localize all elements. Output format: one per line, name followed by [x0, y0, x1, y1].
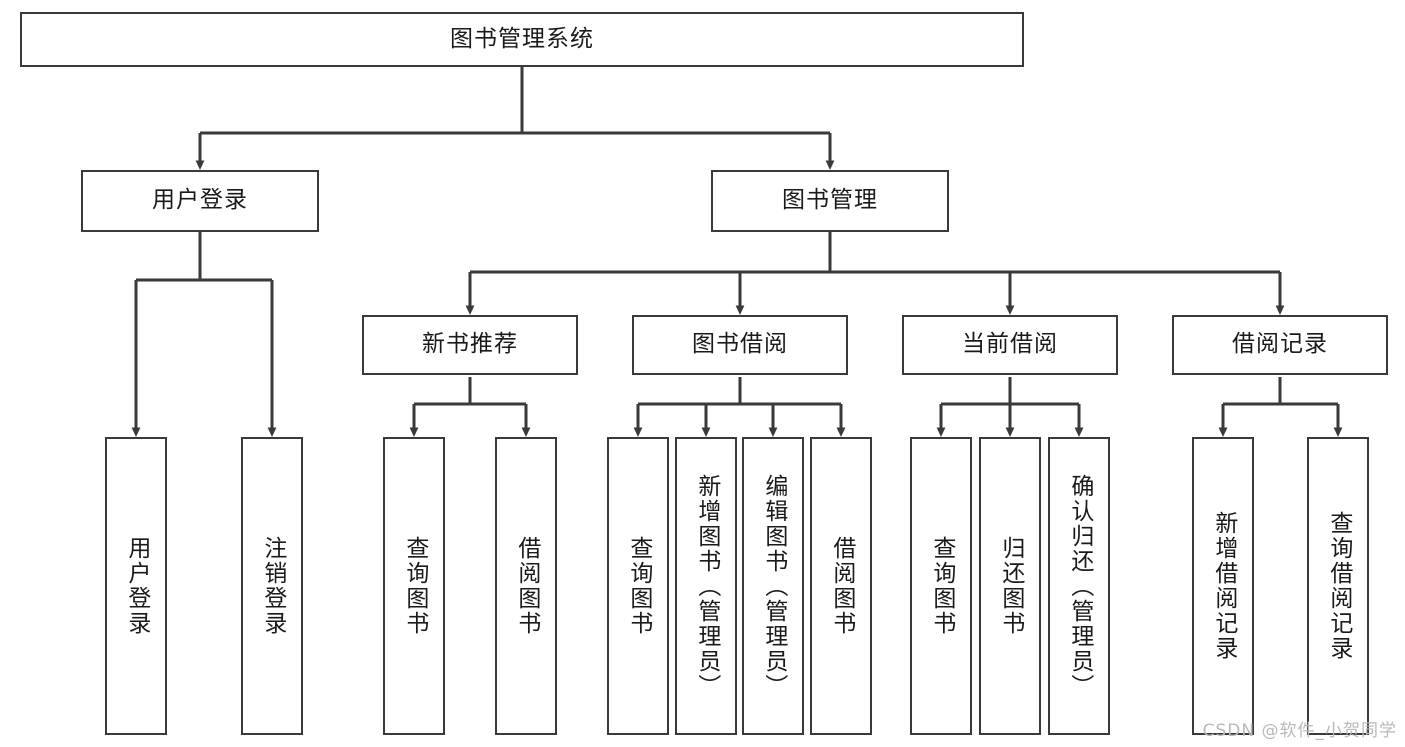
- node-book-management[interactable]: 图书管理: [711, 170, 949, 232]
- node-leaf-user-logout-label: 注销登录: [259, 536, 286, 636]
- node-leaf-return-book-label: 归还图书: [997, 536, 1024, 636]
- node-current-borrow[interactable]: 当前借阅: [902, 315, 1118, 375]
- node-new-book-recommend[interactable]: 新书推荐: [362, 315, 578, 375]
- node-leaf-return-book[interactable]: 归还图书: [979, 437, 1041, 735]
- node-leaf-add-book-label: 新增图书（管理员）: [693, 473, 720, 699]
- node-leaf-borrow-book-1[interactable]: 借阅图书: [495, 437, 557, 735]
- node-leaf-user-login[interactable]: 用户登录: [105, 437, 167, 735]
- node-leaf-query-record-label: 查询借阅记录: [1325, 511, 1352, 661]
- node-book-borrow[interactable]: 图书借阅: [632, 315, 848, 375]
- node-user-login[interactable]: 用户登录: [81, 170, 319, 232]
- node-book-management-label: 图书管理: [782, 187, 878, 214]
- node-user-login-label: 用户登录: [152, 187, 248, 214]
- node-leaf-query-book-2-label: 查询图书: [625, 536, 652, 636]
- node-leaf-query-book-3[interactable]: 查询图书: [910, 437, 972, 735]
- node-leaf-borrow-book-1-label: 借阅图书: [513, 536, 540, 636]
- node-leaf-user-logout[interactable]: 注销登录: [241, 437, 303, 735]
- node-leaf-query-book-2[interactable]: 查询图书: [607, 437, 669, 735]
- node-book-borrow-label: 图书借阅: [692, 331, 788, 358]
- watermark-text: CSDN @软件_小贺同学: [1202, 721, 1397, 741]
- node-root[interactable]: 图书管理系统: [20, 12, 1024, 67]
- node-leaf-add-book[interactable]: 新增图书（管理员）: [675, 437, 737, 735]
- node-current-borrow-label: 当前借阅: [962, 331, 1058, 358]
- node-leaf-confirm-return-label: 确认归还（管理员）: [1066, 473, 1093, 699]
- node-leaf-query-record[interactable]: 查询借阅记录: [1307, 437, 1369, 735]
- node-borrow-record-label: 借阅记录: [1232, 331, 1328, 358]
- node-new-book-recommend-label: 新书推荐: [422, 331, 518, 358]
- node-leaf-add-record-label: 新增借阅记录: [1210, 511, 1237, 661]
- node-leaf-confirm-return[interactable]: 确认归还（管理员）: [1048, 437, 1110, 735]
- node-leaf-query-book-1[interactable]: 查询图书: [383, 437, 445, 735]
- node-leaf-add-record[interactable]: 新增借阅记录: [1192, 437, 1254, 735]
- node-leaf-edit-book-label: 编辑图书（管理员）: [760, 473, 787, 699]
- node-leaf-query-book-1-label: 查询图书: [401, 536, 428, 636]
- node-borrow-record[interactable]: 借阅记录: [1172, 315, 1388, 375]
- node-leaf-edit-book[interactable]: 编辑图书（管理员）: [742, 437, 804, 735]
- node-root-label: 图书管理系统: [450, 25, 594, 52]
- node-leaf-user-login-label: 用户登录: [123, 536, 150, 636]
- node-leaf-query-book-3-label: 查询图书: [928, 536, 955, 636]
- node-leaf-borrow-book-2-label: 借阅图书: [828, 536, 855, 636]
- node-leaf-borrow-book-2[interactable]: 借阅图书: [810, 437, 872, 735]
